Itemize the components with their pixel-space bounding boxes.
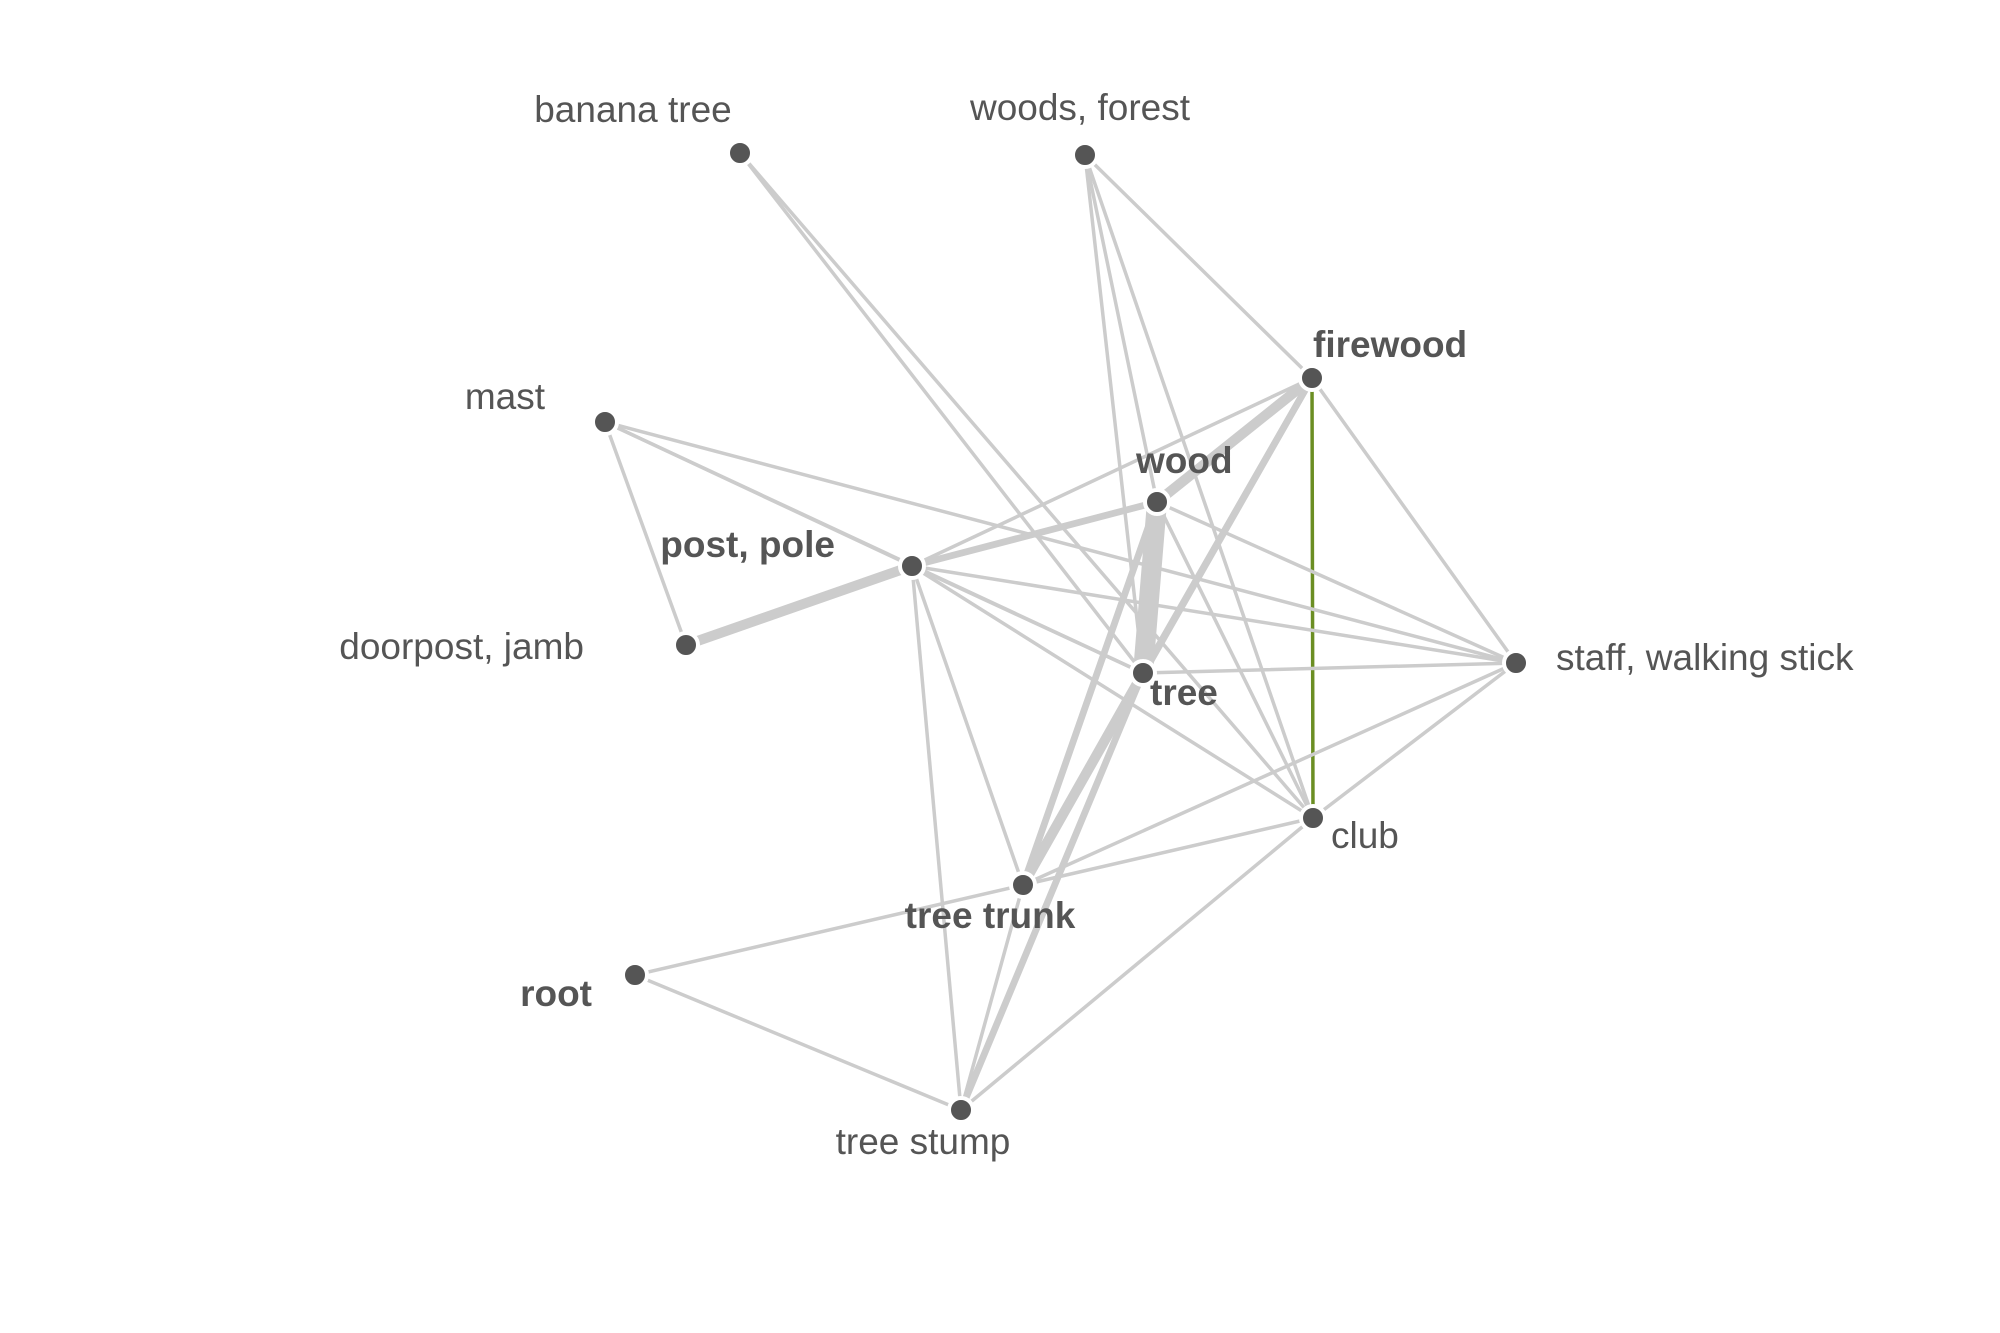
edge-firewood-tree-trunk: [1019, 374, 1316, 889]
edge-tree-staff: [1141, 661, 1518, 675]
edge-root-tree-stump: [633, 973, 963, 1112]
edge-post-pole-tree-trunk: [910, 564, 1025, 887]
edge-woods-forest-tree: [1083, 153, 1145, 675]
edge-post-pole-tree: [910, 564, 1145, 675]
edge-staff-club: [1311, 661, 1518, 820]
edge-staff-tree-trunk: [1021, 661, 1518, 887]
node-club[interactable]: [1299, 804, 1327, 832]
node-label-tree-stump: tree stump: [836, 1121, 1011, 1162]
node-firewood[interactable]: [1298, 364, 1326, 392]
node-label-mast: mast: [465, 376, 546, 417]
node-staff[interactable]: [1502, 649, 1530, 677]
node-woods-forest[interactable]: [1071, 141, 1099, 169]
edge-mast-staff: [603, 420, 1518, 665]
edge-mast-doorpost-jamb: [603, 420, 688, 647]
node-label-tree: tree: [1150, 672, 1218, 713]
node-label-tree-trunk: tree trunk: [905, 895, 1076, 936]
node-wood[interactable]: [1143, 488, 1171, 516]
node-label-woods-forest: woods, forest: [969, 87, 1191, 128]
edge-wood-staff: [1155, 500, 1518, 665]
edge-banana-tree-club: [738, 151, 1315, 820]
edge-banana-tree-tree: [738, 151, 1145, 675]
edge-firewood-club: [1310, 376, 1315, 820]
node-label-firewood: firewood: [1313, 324, 1467, 365]
node-label-root: root: [520, 973, 592, 1014]
node-label-staff: staff, walking stick: [1556, 637, 1854, 678]
edges-layer: [603, 151, 1518, 1114]
node-mast[interactable]: [591, 408, 619, 436]
edge-woods-forest-firewood: [1083, 153, 1314, 380]
node-banana-tree[interactable]: [726, 139, 754, 167]
node-label-banana-tree: banana tree: [534, 89, 732, 130]
node-tree-stump[interactable]: [947, 1096, 975, 1124]
edge-post-pole-tree-stump: [910, 564, 963, 1112]
edge-wood-tree-trunk: [1019, 498, 1161, 889]
node-tree-trunk[interactable]: [1009, 871, 1037, 899]
node-tree[interactable]: [1129, 659, 1157, 687]
nodes-layer: [591, 139, 1530, 1124]
edge-firewood-wood: [1151, 372, 1318, 508]
labels-layer: banana tree woods, forest firewood mast wood…: [339, 87, 1854, 1162]
edge-firewood-staff: [1310, 376, 1518, 665]
node-label-doorpost-jamb: doorpost, jamb: [339, 626, 584, 667]
edge-tree-tree-stump: [957, 669, 1147, 1114]
edge-post-pole-doorpost-jamb: [680, 560, 918, 651]
node-doorpost-jamb[interactable]: [672, 631, 700, 659]
edge-tree-trunk-root: [633, 883, 1025, 977]
node-root[interactable]: [621, 961, 649, 989]
node-label-club: club: [1331, 815, 1399, 856]
edge-wood-tree: [1133, 492, 1167, 683]
edge-tree-trunk-tree-stump: [959, 883, 1025, 1112]
edge-woods-forest-wood: [1083, 153, 1159, 504]
edge-club-tree-trunk: [1021, 816, 1315, 887]
edge-woods-forest-club: [1083, 153, 1315, 820]
edge-post-pole-club: [910, 564, 1315, 820]
node-label-post-pole: post, pole: [660, 524, 835, 565]
edge-club-tree-stump: [959, 816, 1315, 1112]
node-label-wood: wood: [1135, 440, 1233, 481]
edge-firewood-post-pole: [910, 376, 1314, 568]
node-post-pole[interactable]: [898, 552, 926, 580]
